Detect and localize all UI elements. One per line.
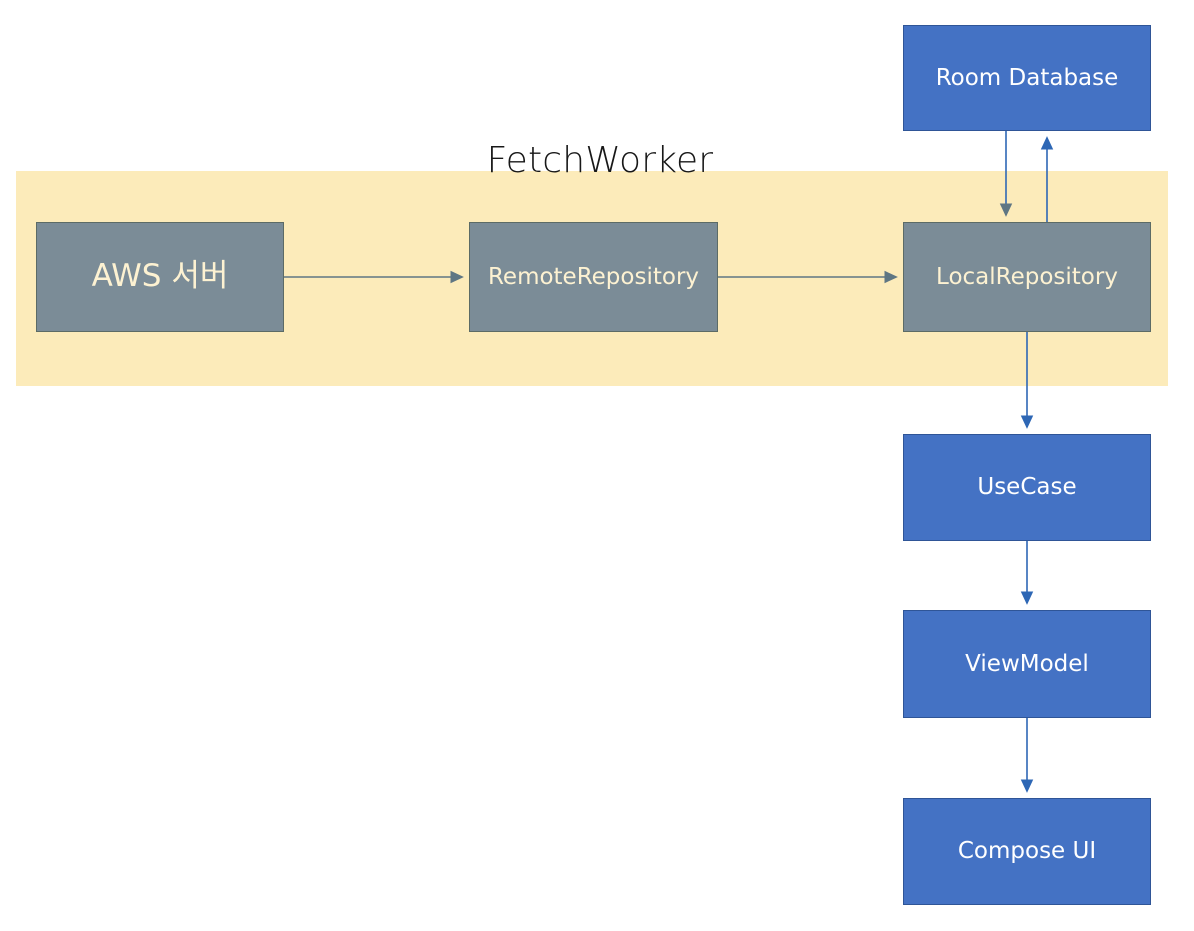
- node-remote-repository[interactable]: RemoteRepository: [469, 222, 718, 332]
- node-viewmodel[interactable]: ViewModel: [903, 610, 1151, 718]
- node-usecase[interactable]: UseCase: [903, 434, 1151, 541]
- node-compose-ui[interactable]: Compose UI: [903, 798, 1151, 905]
- node-usecase-label: UseCase: [977, 474, 1077, 501]
- node-viewmodel-label: ViewModel: [965, 650, 1089, 677]
- node-remote-repository-label: RemoteRepository: [487, 263, 700, 290]
- node-room-database[interactable]: Room Database: [903, 25, 1151, 131]
- node-local-repository[interactable]: LocalRepository: [903, 222, 1151, 332]
- node-aws-server[interactable]: AWS 서버: [36, 222, 284, 332]
- node-compose-ui-label: Compose UI: [957, 838, 1097, 865]
- fetchworker-group-label: FetchWorker: [486, 140, 714, 181]
- node-room-database-label: Room Database: [935, 64, 1119, 91]
- node-local-repository-label: LocalRepository: [936, 263, 1118, 290]
- node-aws-server-label: AWS 서버: [91, 258, 229, 295]
